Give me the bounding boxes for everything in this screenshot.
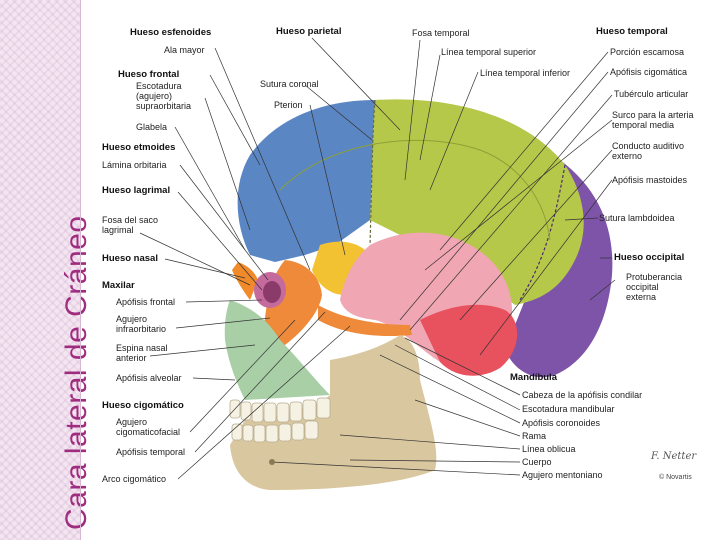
nasal-bone [232,262,258,300]
label-hueso-parietal: Hueso parietal [276,26,342,37]
label-escotadura-mandibular: Escotadura mandibular [522,404,615,414]
label-hueso-etmoides: Hueso etmoides [102,142,176,153]
skull-diagram: Hueso esfenoides Ala mayor Hueso frontal… [81,0,720,540]
label-apofisis-alveolar: Apófisis alveolar [116,373,182,383]
label-sutura-lambdoidea: Sutura lambdoidea [599,213,675,223]
label-surco-arteria: Surco para la arteria temporal media [612,110,694,130]
teeth [229,397,331,443]
sidebar-divider [80,0,81,540]
label-maxilar: Maxilar [102,280,135,291]
label-agujero-mentoniano: Agujero mentoniano [522,470,603,480]
temporal-line [279,139,551,241]
label-cabeza-condilar: Cabeza de la apófisis condilar [522,390,643,400]
orbit-inner [263,281,281,303]
label-apofisis-mastoides: Apófisis mastoides [612,175,688,185]
mandible-bone [230,335,437,490]
maxilla-bone [224,300,330,400]
label-hueso-cigomatico: Hueso cigomático [102,400,184,411]
label-hueso-lagrimal: Hueso lagrimal [102,185,171,196]
label-fosa-temporal: Fosa temporal [412,28,470,38]
label-tuberculo-articular: Tubérculo articular [614,89,689,99]
lambdoid-suture [519,164,566,301]
label-mandibula: Mandíbula [510,372,557,383]
mental-foramen [269,459,275,465]
label-hueso-occipital: Hueso occipital [614,252,685,263]
parietal-bone [370,99,584,306]
mastoid-region [420,304,518,376]
label-espina-nasal: Espina nasal anterior [116,343,168,363]
label-apofisis-cigomatica: Apófisis cigomática [610,67,688,77]
label-hueso-nasal: Hueso nasal [102,253,158,264]
label-ala-mayor: Ala mayor [164,45,205,55]
label-agujero-infraorbitario: Agujero infraorbitario [116,314,167,334]
artist-signature: F. Netter [651,451,697,462]
leader-lines [139,37,616,480]
label-apofisis-temporal: Apófisis temporal [116,447,186,457]
label-hueso-temporal: Hueso temporal [596,26,668,37]
label-hueso-esfenoides: Hueso esfenoides [130,27,212,38]
label-agujero-cigomaticofacial: Agujero cigomaticofacial [116,417,181,437]
label-sutura-coronal: Sutura coronal [260,79,319,89]
label-rama: Rama [522,431,547,441]
skull-illustration [139,37,616,490]
label-linea-temporal-superior: Línea temporal superior [441,47,537,57]
label-glabela: Glabela [136,122,168,132]
label-protuberancia: Protuberancia occipital externa [626,272,683,302]
label-cuerpo: Cuerpo [522,457,552,467]
copyright-text: © Novartis [659,474,692,481]
label-porcion-escamosa: Porción escamosa [610,47,685,57]
frontal-bone [237,100,375,262]
sidebar-panel: Cara lateral de Cráneo [0,0,93,540]
label-conducto-auditivo: Conducto auditivo externo [612,141,685,161]
zygomatic-arch [318,305,412,337]
label-fosa-saco: Fosa del saco lagrimal [102,215,159,235]
label-hueso-frontal: Hueso frontal [118,69,180,80]
label-linea-temporal-inferior: Línea temporal inferior [480,68,571,78]
label-apofisis-frontal: Apófisis frontal [116,297,176,307]
label-lamina-orbitaria: Lámina orbitaria [102,160,167,170]
label-pterion: Pterion [274,100,303,110]
label-apofisis-coronoides: Apófisis coronoides [522,418,601,428]
label-escotadura: Escotadura (agujero) supraorbitaria [136,81,192,111]
label-linea-oblicua: Línea oblicua [522,444,576,454]
label-arco-cigomatico: Arco cigomático [102,474,167,484]
